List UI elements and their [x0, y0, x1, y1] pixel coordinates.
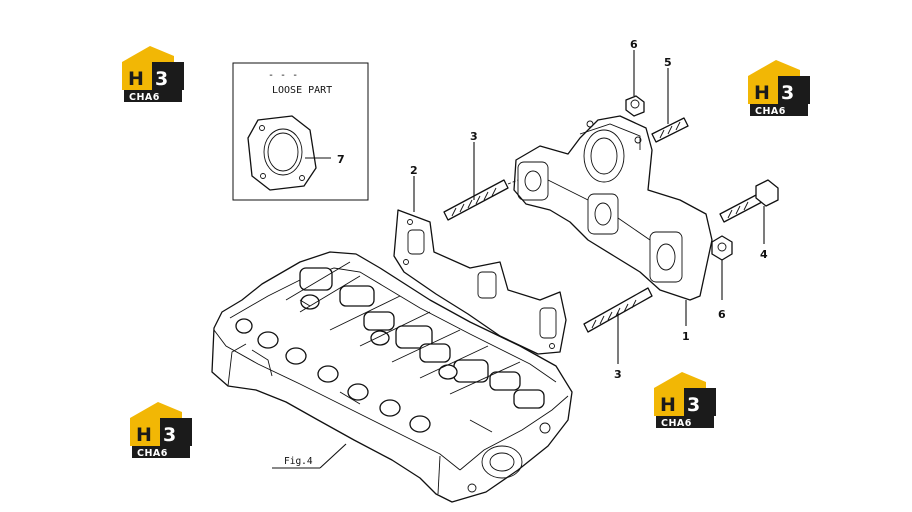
callout-6-lower: 6 [718, 308, 726, 321]
valve-train-drawing [235, 261, 545, 433]
callout-6-upper: 6 [630, 38, 638, 51]
loose-part-label: LOOSE PART [272, 85, 332, 96]
logo-word: CHA6 [755, 106, 786, 117]
gasket-7-drawing [247, 115, 317, 191]
callout-3-lower: 3 [614, 368, 622, 381]
nut-6-lower-drawing [711, 235, 733, 261]
callout-3-upper: 3 [470, 130, 478, 143]
gasket-2-drawing [393, 209, 567, 355]
logo-letter-3: 3 [163, 424, 176, 446]
cylinder-head-drawing [211, 251, 573, 503]
watermark-logo-4: H 3 CHA6 [130, 402, 192, 459]
logo-letter-3: 3 [155, 68, 168, 90]
logo-word: CHA6 [661, 418, 692, 429]
callout-2: 2 [410, 164, 418, 177]
watermark-logo-2: H 3 CHA6 [748, 60, 810, 117]
exhaust-manifold-1-drawing [513, 115, 713, 301]
logo-letter-h: H [128, 68, 144, 90]
logo-word: CHA6 [137, 448, 168, 459]
callout-5: 5 [664, 56, 672, 69]
watermark-logo-3: H 3 CHA6 [654, 372, 716, 429]
nut-6-upper-drawing [625, 95, 645, 117]
logo-letter-3: 3 [781, 82, 794, 104]
watermark-logo-1: H 3 CHA6 [122, 46, 184, 103]
logo-letter-3: 3 [687, 394, 700, 416]
logo-letter-h: H [136, 424, 152, 446]
figure-label-text: Fig.4 [284, 456, 313, 467]
loose-part-sup: - - - [268, 70, 298, 81]
stud-3-upper-drawing [443, 179, 509, 221]
stud-5-drawing [651, 117, 689, 143]
logo-letter-h: H [754, 82, 770, 104]
stud-3-lower-drawing [583, 287, 653, 333]
callout-7: 7 [337, 153, 345, 166]
logo-word: CHA6 [129, 92, 160, 103]
callout-1: 1 [682, 330, 690, 343]
bolt-4-drawing [719, 179, 779, 223]
logo-letter-h: H [660, 394, 676, 416]
loose-part-box: - - - LOOSE PART 7 [232, 62, 369, 201]
figure-label: Fig.4 [272, 443, 347, 469]
callout-4: 4 [760, 248, 768, 261]
